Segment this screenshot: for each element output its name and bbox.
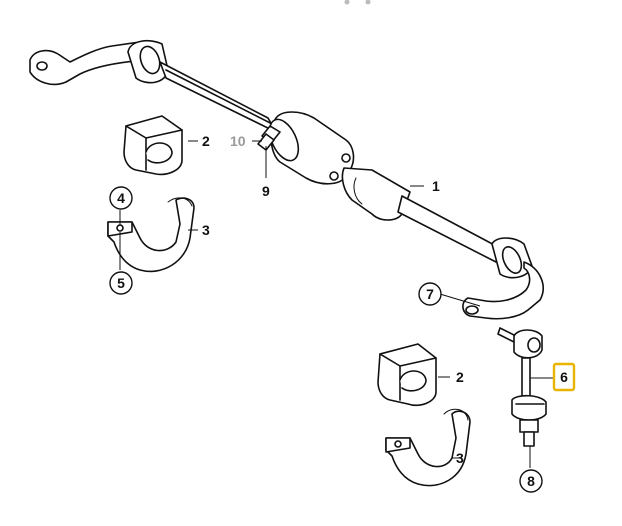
svg-text:4: 4 bbox=[117, 190, 125, 206]
label-2-upper[interactable]: 2 bbox=[202, 133, 210, 149]
stabilizer-link[interactable] bbox=[497, 327, 547, 447]
svg-text:8: 8 bbox=[527, 473, 535, 489]
label-3-lower[interactable]: 3 bbox=[456, 450, 464, 466]
label-7[interactable]: 7 bbox=[418, 282, 442, 306]
clamp-ring[interactable] bbox=[257, 125, 281, 151]
svg-text:9: 9 bbox=[262, 183, 270, 199]
svg-text:10: 10 bbox=[230, 133, 246, 149]
label-2-lower[interactable]: 2 bbox=[456, 369, 464, 385]
svg-text:2: 2 bbox=[456, 369, 464, 385]
label-10-faded[interactable]: 10 bbox=[230, 133, 246, 149]
label-8[interactable]: 8 bbox=[519, 469, 543, 493]
svg-text:3: 3 bbox=[202, 222, 210, 238]
upper-bushing[interactable] bbox=[123, 115, 183, 176]
svg-text:5: 5 bbox=[117, 275, 125, 291]
lower-bracket[interactable] bbox=[385, 408, 471, 487]
svg-text:6: 6 bbox=[560, 369, 568, 385]
svg-text:2: 2 bbox=[202, 133, 210, 149]
svg-text:3: 3 bbox=[456, 450, 464, 466]
svg-text:1: 1 bbox=[432, 178, 440, 194]
header-marks bbox=[344, 0, 371, 5]
label-1[interactable]: 1 bbox=[432, 178, 440, 194]
label-9[interactable]: 9 bbox=[262, 183, 270, 199]
label-6-highlighted[interactable]: 6 bbox=[552, 362, 576, 392]
lower-bushing[interactable] bbox=[377, 343, 437, 407]
leader-lines bbox=[119, 140, 554, 468]
label-4[interactable]: 4 bbox=[109, 186, 133, 210]
label-3-upper[interactable]: 3 bbox=[202, 222, 210, 238]
svg-text:7: 7 bbox=[426, 286, 434, 302]
label-5[interactable]: 5 bbox=[109, 271, 133, 295]
upper-bracket[interactable] bbox=[107, 197, 195, 273]
stabilizer-bar[interactable] bbox=[29, 39, 544, 320]
